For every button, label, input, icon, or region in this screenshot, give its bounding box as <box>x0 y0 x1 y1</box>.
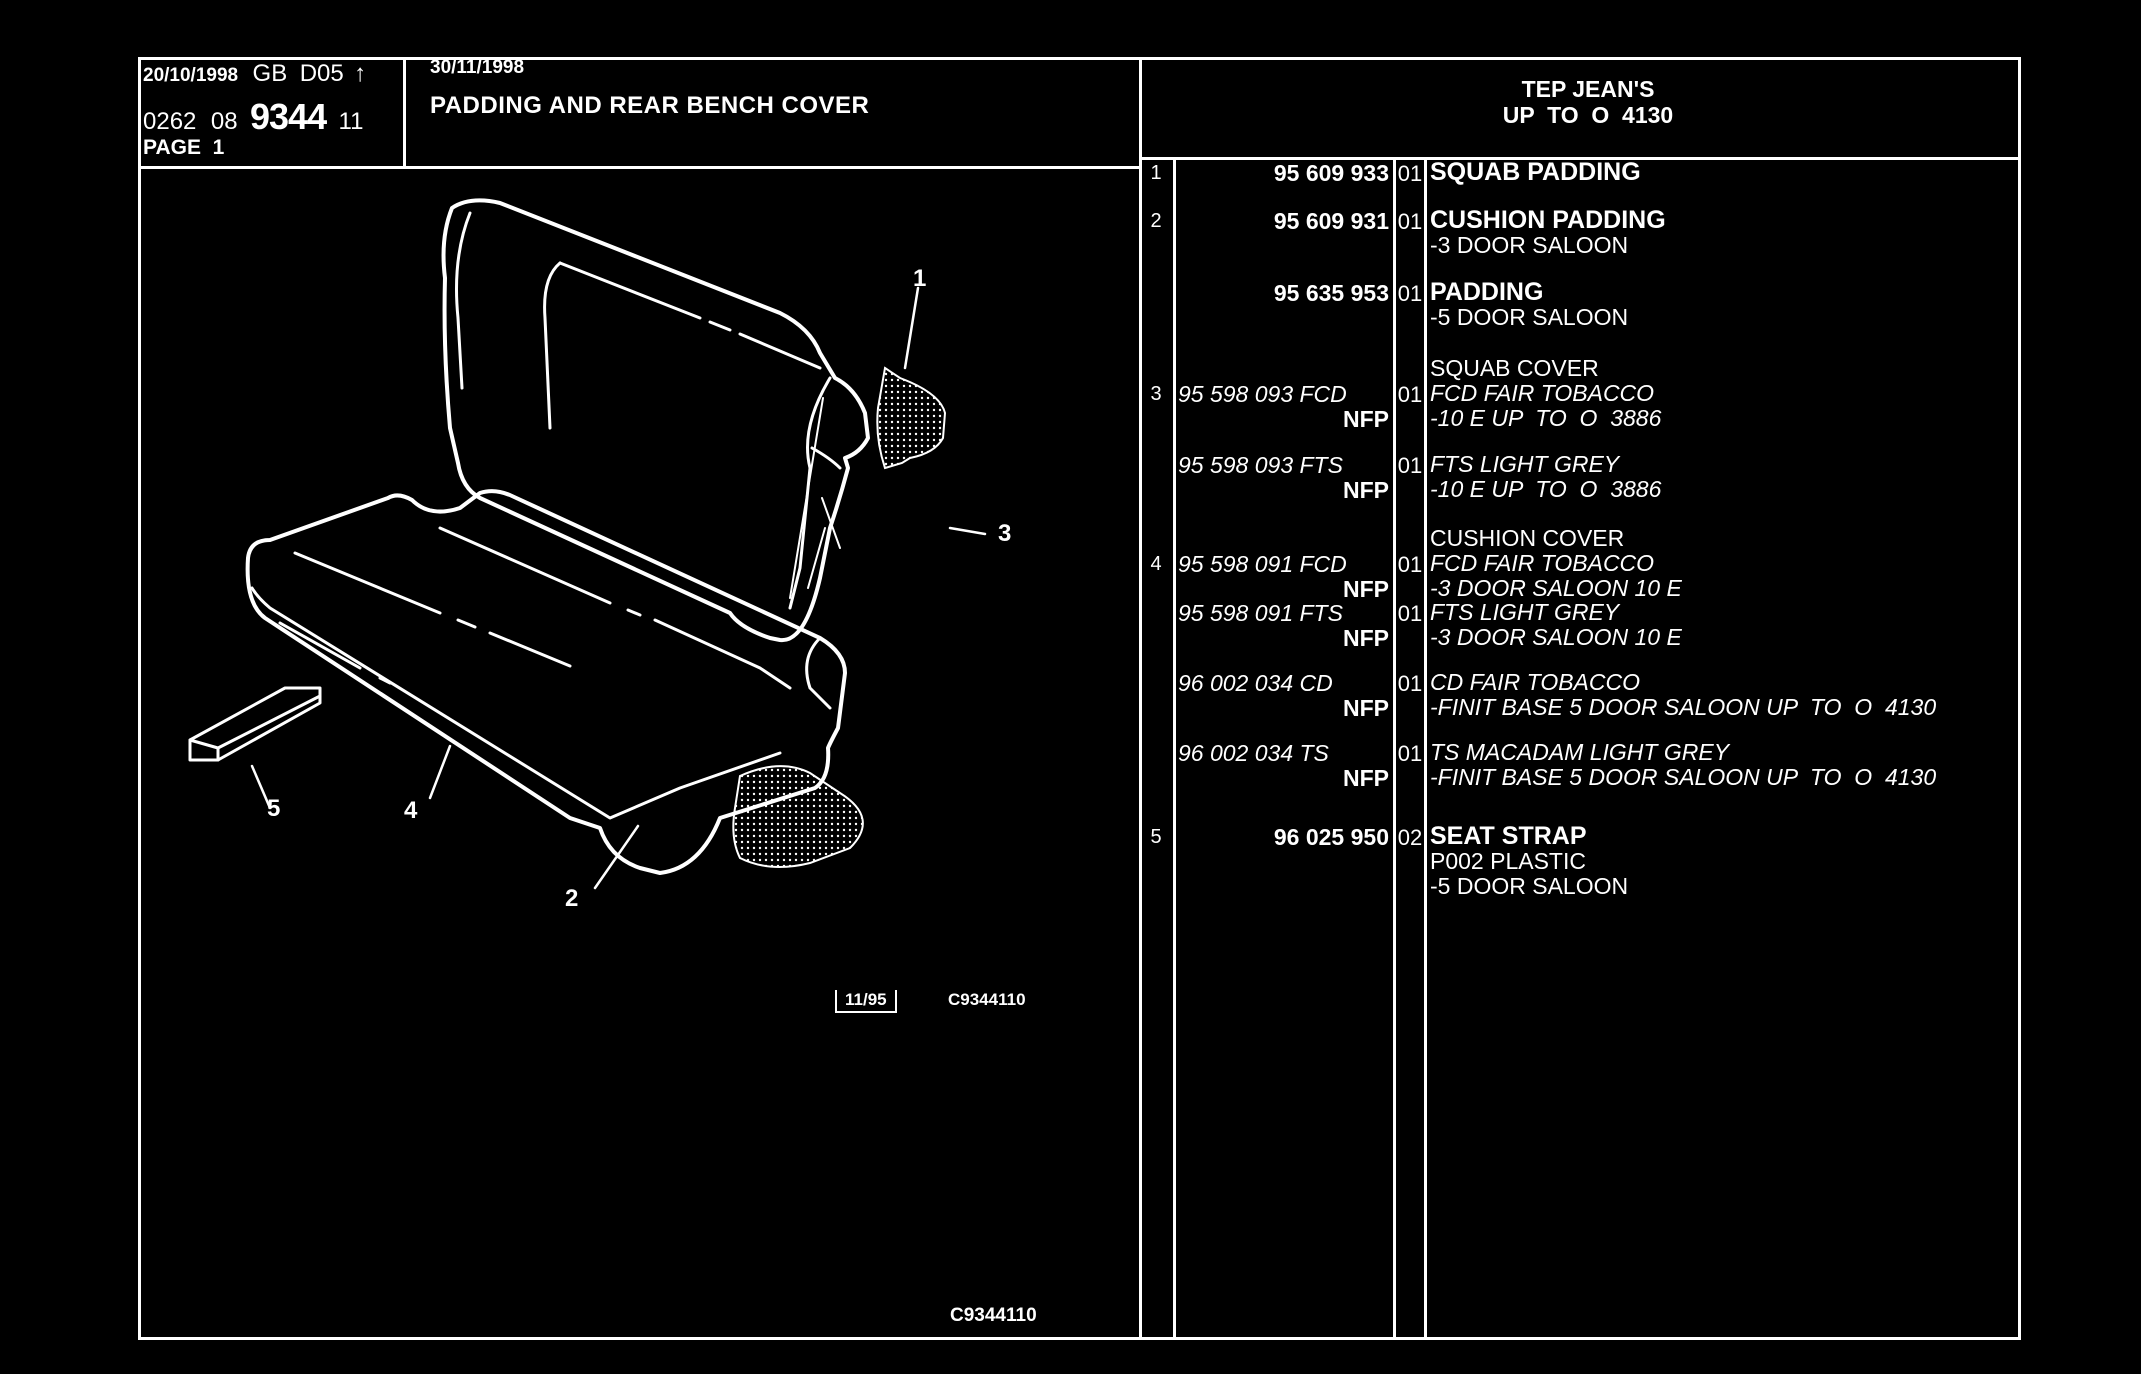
part-nfp-flag: NFP <box>1343 406 1389 432</box>
revision-date: 30/11/1998 <box>430 57 525 78</box>
part-quantity: 01 <box>1397 601 1423 626</box>
part-name: CUSHION PADDING <box>1430 206 1666 234</box>
rear-bench-exploded-illustration: 1 3 4 2 5 <box>188 198 1011 912</box>
header-bottom-right <box>1139 157 2021 160</box>
callout-2: 2 <box>565 885 578 912</box>
part-detail: -10 E UP TO O 3886 <box>1430 405 1662 431</box>
section-code: D05 <box>299 60 344 87</box>
part-name: PADDING <box>1430 278 1544 306</box>
part-nfp-flag: NFP <box>1343 765 1389 791</box>
seat-strap-outline <box>188 686 322 762</box>
part-detail: FTS LIGHT GREY <box>1430 451 1620 477</box>
ref-column-divider <box>1173 157 1176 1340</box>
page-number: PAGE 1 <box>143 136 225 159</box>
catalogue-page-frame <box>138 57 2021 1340</box>
part-quantity: 01 <box>1397 382 1423 407</box>
part-quantity: 01 <box>1397 209 1423 234</box>
market-code: GB <box>252 60 288 87</box>
part-description: CD FAIR TOBACCO-FINIT BASE 5 DOOR SALOON… <box>1430 670 1936 720</box>
page-title: PADDING AND REAR BENCH COVER <box>430 92 870 119</box>
part-reference[interactable]: 95 598 093 FTS <box>1178 452 1343 478</box>
part-detail: FTS LIGHT GREY <box>1430 599 1620 625</box>
part-reference[interactable]: 95 598 093 FCD <box>1178 381 1347 407</box>
part-reference[interactable]: 96 025 950 <box>1273 824 1389 850</box>
part-index: 2 <box>1150 210 1162 232</box>
part-name: SEAT STRAP <box>1430 822 1587 850</box>
part-description: FCD FAIR TOBACCO-10 E UP TO O 3886 <box>1430 381 1661 431</box>
illustration-ref-code: C9344110 <box>948 990 1026 1009</box>
part-description: TS MACADAM LIGHT GREY-FINIT BASE 5 DOOR … <box>1430 740 1936 790</box>
part-detail: TS MACADAM LIGHT GREY <box>1430 739 1730 765</box>
part-quantity: 02 <box>1397 825 1423 850</box>
part-reference[interactable]: 95 635 953 <box>1273 280 1389 306</box>
part-reference[interactable]: 95 609 931 <box>1273 208 1389 234</box>
part-quantity: 01 <box>1397 552 1423 577</box>
part-reference[interactable]: 96 002 034 TS <box>1178 740 1329 766</box>
up-arrow-icon: ↑ <box>354 60 367 87</box>
part-description: CUSHION PADDING-3 DOOR SALOON <box>1430 208 1666 258</box>
plate-number: 9344 <box>250 96 327 137</box>
callout-1: 1 <box>913 265 926 292</box>
qty-column-right-divider <box>1424 157 1427 1340</box>
part-detail: -FINIT BASE 5 DOOR SALOON UP TO O 4130 <box>1430 764 1937 790</box>
part-reference[interactable]: 95 598 091 FCD <box>1178 551 1347 577</box>
part-description: PADDING-5 DOOR SALOON <box>1430 280 1628 330</box>
part-index: 3 <box>1150 383 1162 405</box>
header-bottom-left <box>138 166 1141 169</box>
part-description: SQUAB PADDING <box>1430 160 1641 185</box>
part-detail: -3 DOOR SALOON <box>1430 232 1629 258</box>
part-detail: -5 DOOR SALOON <box>1430 873 1629 899</box>
illustration-date-box: 11/95 <box>835 990 897 1013</box>
sub-group-code: 08 <box>210 108 238 135</box>
part-detail: -3 DOOR SALOON 10 E <box>1430 575 1682 601</box>
part-nfp-flag: NFP <box>1343 576 1389 602</box>
part-reference[interactable]: 96 002 034 CD <box>1178 670 1333 696</box>
cushion-padding-area <box>732 765 864 868</box>
model-name: TEP JEAN'S <box>1521 76 1655 102</box>
part-group-heading: CUSHION COVER <box>1430 525 1625 551</box>
header-divider-left <box>403 57 406 168</box>
part-quantity: 01 <box>1397 741 1423 766</box>
part-description: FTS LIGHT GREY-3 DOOR SALOON 10 E <box>1430 600 1682 650</box>
part-detail: -10 E UP TO O 3886 <box>1430 476 1662 502</box>
part-detail: -3 DOOR SALOON 10 E <box>1430 624 1682 650</box>
part-index: 5 <box>1150 826 1162 848</box>
part-quantity: 01 <box>1397 453 1423 478</box>
main-divider <box>1139 57 1142 1340</box>
part-reference[interactable]: 95 609 933 <box>1273 160 1389 186</box>
part-detail: P002 PLASTIC <box>1430 848 1586 874</box>
part-group-heading: SQUAB COVER <box>1430 355 1599 381</box>
edition-date: 20/10/1998 <box>143 65 239 86</box>
part-index: 1 <box>1150 162 1162 184</box>
part-name: SQUAB PADDING <box>1430 158 1641 186</box>
callout-3: 3 <box>998 520 1011 547</box>
part-detail: FCD FAIR TOBACCO <box>1430 380 1655 406</box>
model-range: UP TO O 4130 <box>1502 102 1674 128</box>
part-description: FCD FAIR TOBACCO-3 DOOR SALOON 10 E <box>1430 551 1682 601</box>
part-nfp-flag: NFP <box>1343 695 1389 721</box>
part-index: 4 <box>1150 553 1162 575</box>
callout-5: 5 <box>267 795 280 822</box>
part-detail: -5 DOOR SALOON <box>1430 304 1629 330</box>
squab-outline <box>441 198 870 643</box>
part-nfp-flag: NFP <box>1343 477 1389 503</box>
part-quantity: 01 <box>1397 161 1423 186</box>
part-detail: FCD FAIR TOBACCO <box>1430 550 1655 576</box>
qty-column-left-divider <box>1393 157 1396 1340</box>
part-detail: -FINIT BASE 5 DOOR SALOON UP TO O 4130 <box>1430 694 1937 720</box>
part-quantity: 01 <box>1397 671 1423 696</box>
footer-code: C9344110 <box>950 1305 1037 1326</box>
part-reference[interactable]: 95 598 091 FTS <box>1178 600 1343 626</box>
plate-variant: 11 <box>338 108 364 135</box>
group-code: 0262 <box>143 108 197 135</box>
part-detail: CD FAIR TOBACCO <box>1430 669 1640 695</box>
part-nfp-flag: NFP <box>1343 625 1389 651</box>
part-quantity: 01 <box>1397 281 1423 306</box>
part-description: FTS LIGHT GREY-10 E UP TO O 3886 <box>1430 452 1661 502</box>
squab-padding-area <box>876 366 947 470</box>
callout-4: 4 <box>404 797 418 824</box>
